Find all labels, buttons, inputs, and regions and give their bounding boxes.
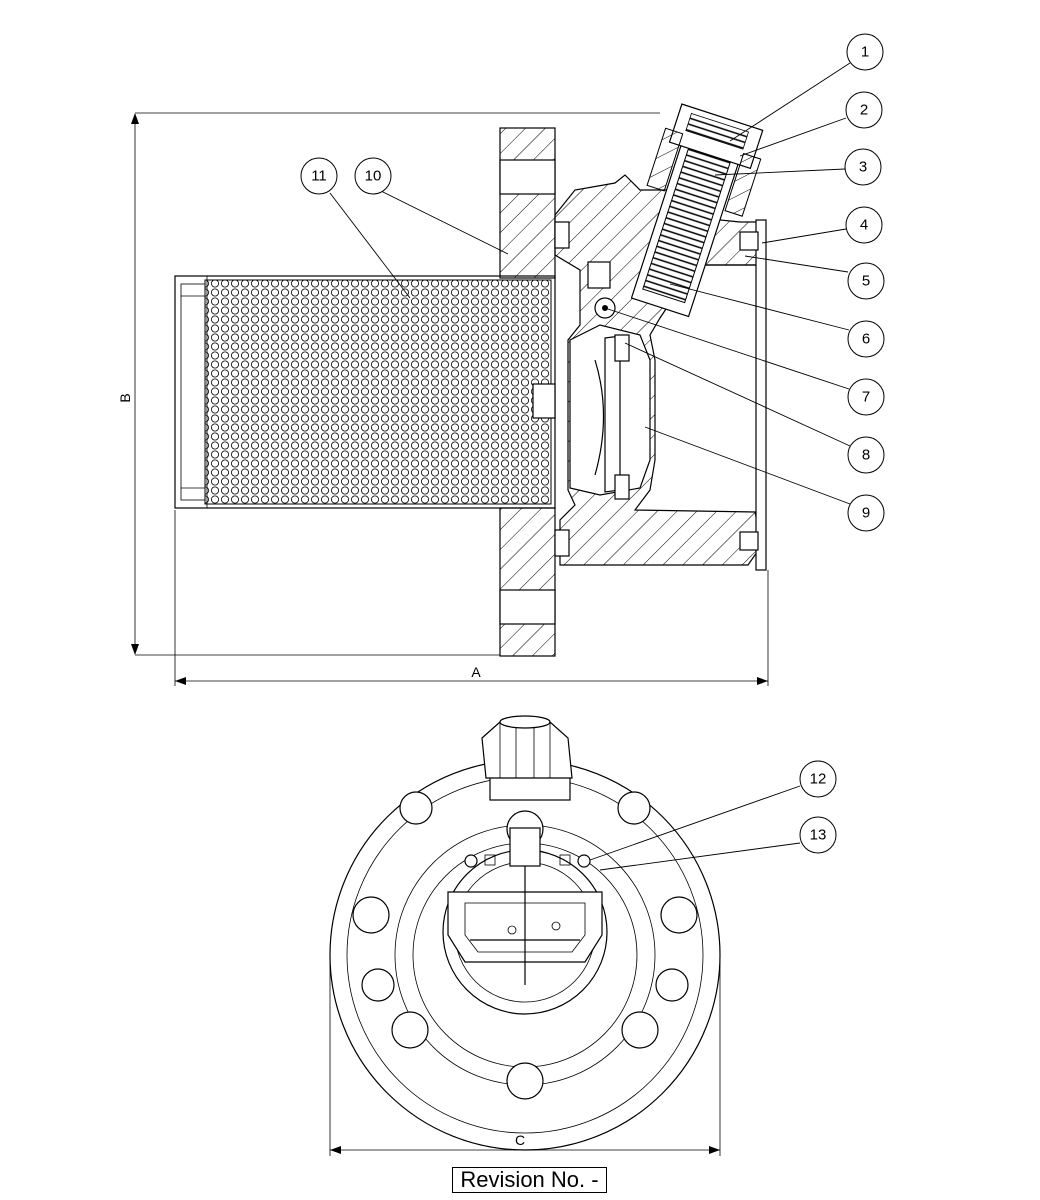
dimension-a: A xyxy=(174,510,769,686)
leader-lines xyxy=(329,62,851,871)
balloon-2-label: 2 xyxy=(860,102,868,119)
side-section-view: B A xyxy=(117,103,769,686)
front-view: C xyxy=(329,715,721,1156)
check-disc xyxy=(594,334,630,500)
dimension-c: C xyxy=(329,960,721,1156)
balloon-13-label: 13 xyxy=(810,827,827,844)
balloon-9: 9 xyxy=(847,494,885,532)
balloon-2: 2 xyxy=(845,91,883,129)
strainer-basket xyxy=(174,275,556,509)
dimension-a-label: A xyxy=(471,664,481,680)
balloon-13: 13 xyxy=(799,816,837,854)
balloon-3-label: 3 xyxy=(859,159,867,176)
balloon-8: 8 xyxy=(847,436,885,474)
balloon-3: 3 xyxy=(844,148,882,186)
revision-label: Revision No. - xyxy=(452,1167,607,1193)
balloon-10: 10 xyxy=(354,157,392,195)
balloon-1-label: 1 xyxy=(861,44,869,61)
dimension-b-label: B xyxy=(117,393,133,402)
balloon-12-label: 12 xyxy=(810,771,827,788)
balloon-6: 6 xyxy=(847,320,885,358)
balloon-7-label: 7 xyxy=(862,389,870,406)
balloon-8-label: 8 xyxy=(862,447,870,464)
balloon-5: 5 xyxy=(847,262,885,300)
balloon-11: 11 xyxy=(300,157,338,195)
top-cap xyxy=(481,715,573,801)
balloon-4: 4 xyxy=(845,206,883,244)
disc-front xyxy=(442,827,608,1015)
spring-cap-assembly xyxy=(630,103,764,318)
balloon-4-label: 4 xyxy=(860,217,868,234)
dimension-b: B xyxy=(117,112,660,656)
balloon-1: 1 xyxy=(846,33,884,71)
balloon-11-label: 11 xyxy=(311,168,327,185)
balloon-5-label: 5 xyxy=(862,273,870,290)
balloon-6-label: 6 xyxy=(862,331,870,348)
inlet-flange xyxy=(499,127,556,657)
dimension-c-label: C xyxy=(515,1132,525,1148)
balloon-group: 1 2 3 4 5 6 7 8 9 10 11 12 13 xyxy=(300,33,885,854)
balloon-12: 12 xyxy=(799,760,837,798)
balloon-10-label: 10 xyxy=(365,168,382,185)
balloon-7: 7 xyxy=(847,378,885,416)
balloon-9-label: 9 xyxy=(862,505,870,522)
